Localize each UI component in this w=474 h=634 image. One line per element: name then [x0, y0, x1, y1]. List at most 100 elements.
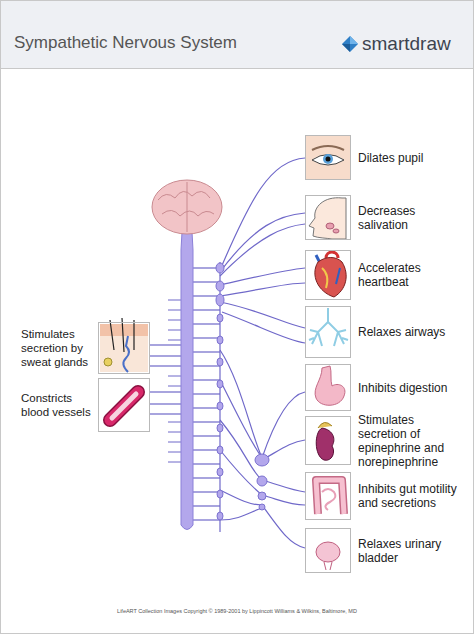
sympathetic-chain-nerves-part: [220, 268, 305, 285]
organ-box: Stimulates secretion by sweat glands: [98, 322, 150, 374]
sympathetic-chain-nerves-part: [193, 449, 220, 450]
spinal-cord-part: [181, 232, 193, 530]
ganglia-part: [217, 314, 223, 322]
ganglia-part: [255, 454, 269, 466]
kidney-illustration-part: [316, 428, 334, 460]
spinal-nerve-ticks: [168, 300, 181, 462]
sympathetic-chain-nerves-part: [220, 350, 262, 458]
skin-illustration: [100, 318, 148, 372]
effect-label: Decreases salivation: [358, 204, 464, 232]
logo-text: smartdraw: [362, 33, 451, 55]
brain: [152, 180, 222, 234]
heart-illustration-part: [315, 258, 346, 298]
sympathetic-chain-nerves-part: [150, 391, 181, 392]
organ-box: Relaxes urinary bladder: [305, 528, 351, 573]
lungs-illustration-part: [328, 322, 348, 346]
organ-box: Stimulates secretion of epinephrine and …: [305, 416, 351, 465]
spinal-nerve-ticks-part: [168, 452, 181, 453]
vessel-illustration-part: [110, 392, 138, 420]
sympathetic-chain-nerves-part: [193, 309, 220, 310]
stomach-illustration: [315, 366, 345, 405]
sympathetic-chain-nerves-part: [193, 379, 220, 380]
sympathetic-chain-nerves: [150, 158, 305, 548]
ganglia-part: [217, 512, 223, 520]
ganglia-part: [217, 358, 223, 366]
spinal-nerve-ticks-part: [168, 462, 181, 463]
vessel-illustration: [110, 392, 138, 420]
sympathetic-chain-nerves-part: [193, 337, 220, 338]
page-title: Sympathetic Nervous System: [14, 33, 237, 53]
sympathetic-chain-nerves-part: [150, 403, 181, 404]
eye-illustration-part: [323, 154, 333, 164]
bladder-illustration: [316, 542, 340, 570]
effect-label: Relaxes urinary bladder: [358, 537, 464, 565]
ganglia-part: [216, 263, 224, 273]
organ-box: Constricts blood vessels: [98, 378, 150, 432]
kidney-illustration-part: [318, 422, 332, 428]
sympathetic-chain-nerves-part: [193, 435, 220, 436]
spinal-nerve-ticks-part: [168, 376, 181, 377]
bladder-illustration-part: [324, 562, 332, 570]
skin-illustration-part: [110, 318, 134, 352]
sympathetic-chain-nerves-part: [193, 491, 220, 492]
logo-icon-part: [342, 36, 358, 52]
head-illustration-part: [326, 223, 334, 229]
organ-box: Inhibits digestion: [305, 364, 351, 411]
spinal-nerve-ticks-part: [168, 310, 181, 311]
ganglia-part: [216, 294, 224, 306]
sympathetic-chain-nerves-part: [220, 302, 305, 328]
organ-box: Relaxes airways: [305, 306, 351, 358]
spinal-nerve-ticks-part: [168, 432, 181, 433]
sympathetic-chain-nerves-part: [193, 323, 220, 324]
eye-illustration-part: [312, 155, 344, 166]
eye-illustration-part: [306, 136, 350, 179]
sympathetic-chain-nerves-part: [220, 158, 305, 270]
sympathetic-chain-nerves-part: [193, 463, 220, 464]
eye-illustration-part: [312, 146, 344, 150]
effect-label: Dilates pupil: [358, 151, 464, 165]
intestine-illustration-part: [316, 480, 344, 514]
sympathetic-chain-nerves-part: [150, 344, 181, 345]
kidney-illustration: [316, 422, 334, 460]
effect-label: Constricts blood vessels: [21, 391, 95, 419]
ganglia-part: [257, 476, 267, 486]
sympathetic-chain-nerves-part: [262, 495, 305, 505]
sympathetic-chain-nerves-part: [262, 505, 305, 548]
organ-box: Decreases salivation: [305, 195, 351, 240]
logo-icon: [342, 36, 358, 52]
effect-label: Inhibits digestion: [358, 381, 464, 395]
stomach-illustration-part: [315, 366, 345, 405]
ganglia-part: [217, 424, 223, 432]
ganglia: [216, 263, 269, 520]
effect-label: Stimulates secretion by sweat glands: [21, 327, 95, 369]
sympathetic-chain-nerves-part: [193, 351, 220, 352]
spinal-nerve-ticks-part: [168, 330, 181, 331]
logo-icon-part: [342, 44, 350, 52]
copyright-note: LifeART Collection Images Copyright © 19…: [0, 608, 474, 614]
sympathetic-chain-nerves-part: [193, 505, 220, 506]
vessel-illustration-part: [110, 392, 138, 420]
intestine-illustration-part: [316, 480, 344, 514]
spinal-nerve-ticks-part: [168, 320, 181, 321]
eye-illustration: [306, 136, 350, 179]
spinal-nerve-ticks-part: [168, 386, 181, 387]
ganglia-part: [258, 492, 266, 500]
skin-illustration-part: [104, 358, 112, 366]
spinal-nerve-ticks-part: [168, 442, 181, 443]
brain-part: [152, 180, 222, 234]
sympathetic-chain-nerves-part: [193, 519, 220, 520]
sympathetic-chain-nerves-part: [220, 508, 262, 520]
sympathetic-chain-nerves-part: [193, 421, 220, 422]
organ-box: Inhibits gut motility and secretions: [305, 472, 351, 520]
effect-label: Accelerates heartbeat: [358, 261, 464, 289]
ganglia-part: [216, 281, 224, 291]
intestine-illustration-part: [322, 489, 335, 510]
lungs-illustration: [309, 308, 348, 346]
sympathetic-chain-nerves-part: [220, 380, 262, 458]
head-illustration: [309, 198, 346, 239]
sympathetic-chain-nerves-part: [193, 407, 220, 408]
vessel-illustration-part: [112, 394, 136, 418]
ganglia-part: [217, 380, 223, 388]
